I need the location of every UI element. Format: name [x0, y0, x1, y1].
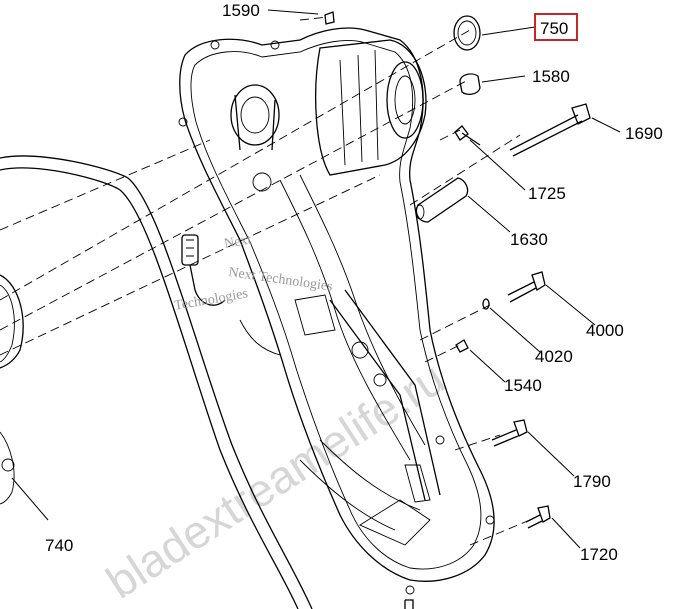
- loose-parts: [324, 11, 591, 609]
- brand-watermark: Next Technologies Technologies Next: [173, 232, 333, 314]
- part-label-1590: 1590: [222, 1, 260, 20]
- part-label-1720: 1720: [580, 545, 618, 564]
- part-label-4020: 4020: [535, 347, 573, 366]
- site-watermark: bladextreamelife.ru: [97, 352, 453, 609]
- svg-text:bladextreamelife.ru: bladextreamelife.ru: [97, 352, 453, 609]
- part-label-1630: 1630: [510, 230, 548, 249]
- svg-text:Technologies: Technologies: [173, 286, 249, 314]
- part-label-1580: 1580: [532, 67, 570, 86]
- part-label-4000: 4000: [586, 321, 624, 340]
- part-label-1725: 1725: [528, 184, 566, 203]
- part-label-750: 750: [540, 19, 568, 38]
- engine-cover-housing: [178, 27, 495, 595]
- svg-text:Next: Next: [223, 232, 253, 252]
- part-label-1540: 1540: [504, 376, 542, 395]
- part-label-1690: 1690: [625, 124, 663, 143]
- part-label-740: 740: [45, 536, 73, 555]
- part-label-1790: 1790: [573, 472, 611, 491]
- leader-lines: [11, 9, 621, 549]
- highlight-box: [534, 13, 578, 41]
- part-labels: 1590 750 1580 1690 1725 1630 4000 4020 1…: [45, 1, 663, 564]
- gasket-outline: [0, 155, 313, 609]
